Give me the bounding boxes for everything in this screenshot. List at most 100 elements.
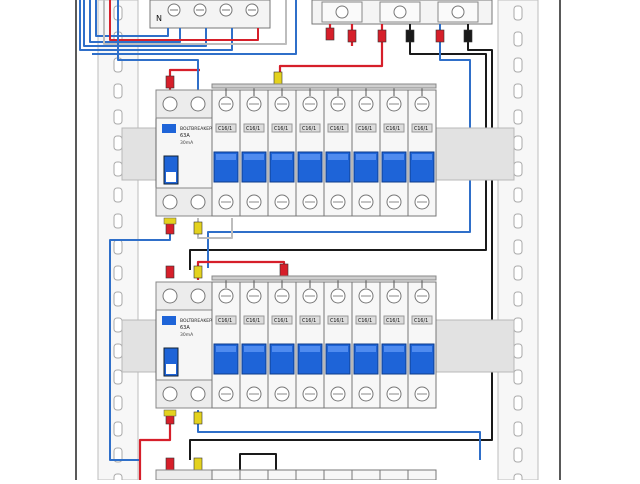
comb-busbar	[211, 83, 437, 89]
rcd-brand: BOLTBREAKER	[180, 126, 212, 132]
terminal-screw	[335, 5, 349, 19]
mcb-toggle-highlight	[356, 154, 376, 160]
mcb-label: C16/1	[274, 318, 288, 324]
mcb-breaker: C16/1	[295, 86, 325, 217]
mcb-label-plate	[383, 123, 405, 133]
wire-ferrule	[325, 27, 335, 41]
mcb-toggle-highlight	[244, 346, 264, 352]
rcd-tag	[163, 409, 177, 417]
mcb-label: C16/1	[302, 318, 316, 324]
mcb-label: C16/1	[386, 318, 400, 324]
rail-hole	[513, 369, 523, 385]
rail-hole	[513, 161, 523, 177]
terminal-screw	[162, 288, 178, 304]
mcb-body	[323, 469, 353, 481]
mcb-breaker: C16/1	[379, 86, 409, 217]
mcb-label-plate	[215, 315, 237, 325]
mcb-toggle-highlight	[272, 154, 292, 160]
rail-hole	[513, 109, 523, 125]
rail-hole	[113, 265, 123, 281]
rcd-sub-rating: 30mA	[180, 332, 194, 338]
rcd-test-button	[162, 124, 176, 133]
rail-hole	[513, 317, 523, 333]
terminal-screw	[451, 5, 465, 19]
rail-hole	[513, 57, 523, 73]
mcb-label: C16/1	[330, 318, 344, 324]
rcd-tag	[163, 217, 177, 225]
rail-hole	[113, 135, 123, 151]
top-terminal-blocks: N	[149, 0, 493, 29]
link-wire	[239, 453, 277, 480]
mcb-toggle-highlight	[384, 346, 404, 352]
terminal-screw	[162, 194, 178, 210]
mcb-breaker: C16/1	[267, 278, 297, 409]
rail-hole	[513, 135, 523, 151]
mcb-body	[295, 469, 325, 481]
terminal-screw	[162, 386, 178, 402]
rail-hole	[113, 83, 123, 99]
wire-ferrule	[463, 29, 473, 43]
mcb-label: C16/1	[414, 318, 428, 324]
rail-hole	[113, 239, 123, 255]
mcb-toggle-highlight	[272, 346, 292, 352]
mcb-label: C16/1	[246, 318, 260, 324]
rail-hole	[113, 395, 123, 411]
wire-ferrule	[165, 75, 175, 89]
rcd-rating: 63A	[180, 133, 190, 139]
rail-hole	[513, 239, 523, 255]
neutral-bar-label: N	[156, 14, 162, 23]
rcd-test-button	[162, 316, 176, 325]
rail-hole	[113, 317, 123, 333]
comb-busbar	[211, 275, 437, 281]
mcb-breaker: C16/1	[295, 278, 325, 409]
rail-hole	[513, 291, 523, 307]
mcb-label: C16/1	[330, 126, 344, 132]
rcd-feed-wire	[168, 68, 200, 90]
mcb-breaker: C16/1	[351, 86, 381, 217]
mcb-body	[239, 469, 269, 481]
neutral-wire	[83, 0, 207, 47]
rail-hole	[513, 343, 523, 359]
mcb-label-plate	[271, 315, 293, 325]
mcb-label-plate	[355, 315, 377, 325]
mcb-breaker: C16/1	[267, 86, 297, 217]
mcb-toggle-highlight	[384, 154, 404, 160]
neutral-wire	[92, 0, 297, 55]
rail-hole	[513, 5, 523, 21]
wire-ferrule	[435, 29, 445, 43]
mcb-label-plate	[327, 315, 349, 325]
mcb-breaker: C16/1	[239, 86, 269, 217]
mcb-toggle-highlight	[356, 346, 376, 352]
rcd-brand: BOLTBREAKER	[180, 318, 212, 324]
mcb-label-plate	[243, 123, 265, 133]
wire-ferrule	[377, 29, 387, 43]
wire-ferrule	[193, 221, 203, 235]
spare-wire	[103, 0, 287, 45]
mcb-body	[211, 469, 241, 481]
mcb-label-plate	[299, 315, 321, 325]
mcb-toggle-highlight	[300, 154, 320, 160]
wire-ferrule	[193, 265, 203, 279]
mcb-breaker: C16/1	[407, 86, 437, 217]
mcb-toggle-highlight	[244, 154, 264, 160]
mcb-label: C16/1	[358, 126, 372, 132]
rail-hole	[113, 369, 123, 385]
rail-hole	[513, 187, 523, 203]
terminal-screw	[190, 386, 206, 402]
rail-hole	[513, 395, 523, 411]
mcb-breaker: C16/1	[351, 278, 381, 409]
wire-ferrule	[165, 265, 175, 279]
rail-hole	[113, 421, 123, 437]
mcb-label-plate	[383, 315, 405, 325]
rcd-sub-rating: 30mA	[180, 140, 194, 146]
neutral-wire	[197, 410, 481, 460]
rail-hole	[513, 447, 523, 463]
mcb-label: C16/1	[414, 126, 428, 132]
neutral-wire	[95, 0, 169, 37]
mcb-toggle-highlight	[300, 346, 320, 352]
mcb-label-plate	[411, 123, 433, 133]
